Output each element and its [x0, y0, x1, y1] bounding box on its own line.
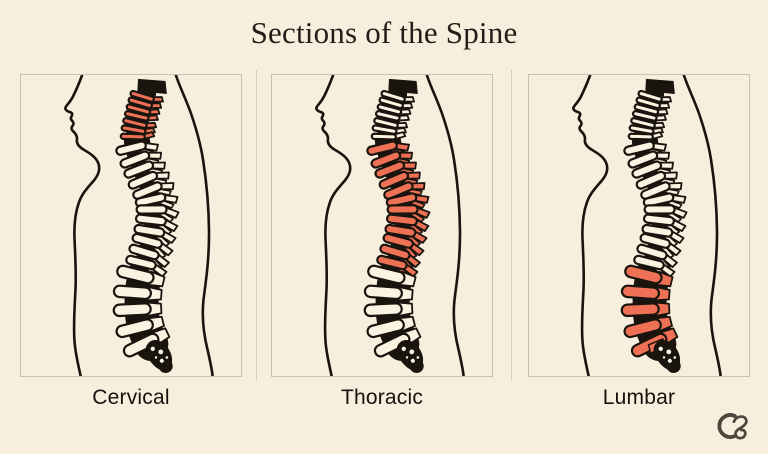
panel-frame	[528, 74, 750, 377]
panel-label-cervical: Cervical	[92, 386, 170, 409]
spine-illustration-thoracic	[315, 75, 465, 376]
panel-lumbar: Lumbar	[528, 74, 750, 410]
spine-illustration-cervical	[64, 75, 214, 376]
panel-frame	[20, 74, 242, 377]
panel-frame	[271, 74, 493, 377]
co-monogram-icon	[717, 413, 748, 440]
page-title: Sections of the Spine	[250, 15, 518, 50]
panel-cervical: Cervical	[20, 74, 242, 410]
spine-illustration-lumbar	[572, 75, 722, 376]
panel-thoracic: Thoracic	[271, 74, 493, 410]
panel-divider	[511, 70, 512, 381]
panel-label-lumbar: Lumbar	[602, 386, 676, 409]
panel-divider	[256, 70, 257, 381]
panel-label-thoracic: Thoracic	[340, 386, 424, 409]
